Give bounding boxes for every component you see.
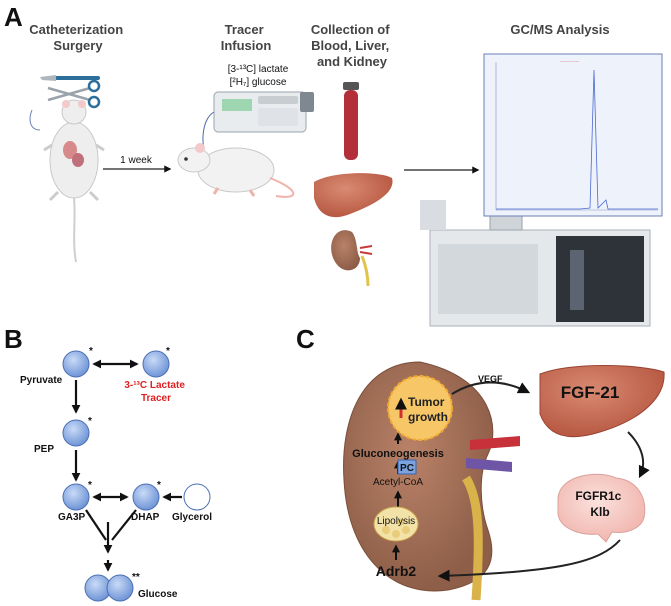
infusion-pump-icon xyxy=(202,91,314,171)
dhap-node xyxy=(132,483,160,511)
renal-vein xyxy=(466,458,512,472)
ga3p-join-line xyxy=(85,509,107,541)
brain-icon xyxy=(557,473,646,543)
pyruvate-label-star: * xyxy=(89,346,93,357)
pep-node xyxy=(62,419,90,447)
ureter xyxy=(462,475,483,601)
liver-organ xyxy=(539,365,665,438)
chromatogram-screen: ~~~~~~~~~~~ xyxy=(483,53,663,217)
ga3p-star: * xyxy=(88,480,92,491)
glycerol-node xyxy=(183,483,211,511)
interval-label: 1 week xyxy=(120,155,153,166)
vegf-arrow xyxy=(451,381,531,395)
svg-text:~~~~~~~~~~~: ~~~~~~~~~~~ xyxy=(560,59,580,63)
lactate-tracer-label: 3-¹³C Lactate Tracer xyxy=(124,380,187,404)
acetyl-coa-label: Acetyl-CoA xyxy=(373,477,423,488)
lactate-node xyxy=(142,350,170,378)
pyruvate-node xyxy=(62,350,90,378)
pep-label: PEP xyxy=(34,444,54,455)
vegf-label: VEGF xyxy=(478,374,503,384)
panel-label-a: A xyxy=(4,2,23,32)
panel-label-b: B xyxy=(4,324,23,354)
blood-tube-icon xyxy=(343,82,359,160)
lipolysis-label: Lipolysis xyxy=(377,516,415,527)
tumor-icon xyxy=(387,375,453,441)
lipid-droplets-icon xyxy=(373,506,419,542)
ga3p-node xyxy=(62,483,90,511)
step-gcms-title: GC/MS Analysis xyxy=(510,22,609,37)
gcms-instrument-icon xyxy=(420,149,651,327)
pep-star: * xyxy=(88,416,92,427)
glucose-label: Glucose xyxy=(138,589,178,600)
scissors-icon xyxy=(47,79,101,109)
step-collection-title: Collection of Blood, Liver, and Kidney xyxy=(311,22,393,69)
liver-icon xyxy=(314,173,393,218)
pyruvate-label: Pyruvate xyxy=(20,375,63,386)
pc-box xyxy=(397,459,417,475)
adrb2-label: Adrb2 xyxy=(376,563,417,579)
step-tracer-infusion-title: Tracer Infusion xyxy=(221,22,272,53)
glucose-node-right xyxy=(106,574,134,602)
gluconeogenesis-label: Gluconeogenesis xyxy=(352,448,444,460)
fgf21-to-brain-arrow xyxy=(627,431,650,479)
ga3p-label: GA3P xyxy=(58,512,86,523)
step-catheterization-title: Catheterization Surgery xyxy=(29,22,127,53)
dhap-star: * xyxy=(157,480,161,491)
operated-rat-icon xyxy=(29,99,105,263)
renal-artery xyxy=(470,436,520,450)
lactate-star: * xyxy=(166,346,170,357)
dhap-join-line xyxy=(111,509,137,541)
dhap-label: DHAP xyxy=(131,512,160,523)
panel-label-c: C xyxy=(296,324,315,354)
fgf21-label: FGF-21 xyxy=(561,383,620,402)
rat-icon xyxy=(177,143,295,198)
glycerol-label: Glycerol xyxy=(172,512,212,523)
kidney-icon xyxy=(331,230,373,287)
tracer-glucose-label: [²H₇] glucose xyxy=(230,77,287,88)
fgfr1c-klb-label: FGFR1c Klb xyxy=(575,489,624,519)
tracer-lactate-label: [3-¹³C] lactate xyxy=(228,64,289,75)
scalpel-icon xyxy=(40,75,100,81)
glucose-stars: ** xyxy=(132,572,140,583)
pc-label: PC xyxy=(400,463,414,474)
brain-to-adrb2-arrow xyxy=(437,539,621,582)
tumor-growth-label: Tumor growth xyxy=(408,395,448,424)
